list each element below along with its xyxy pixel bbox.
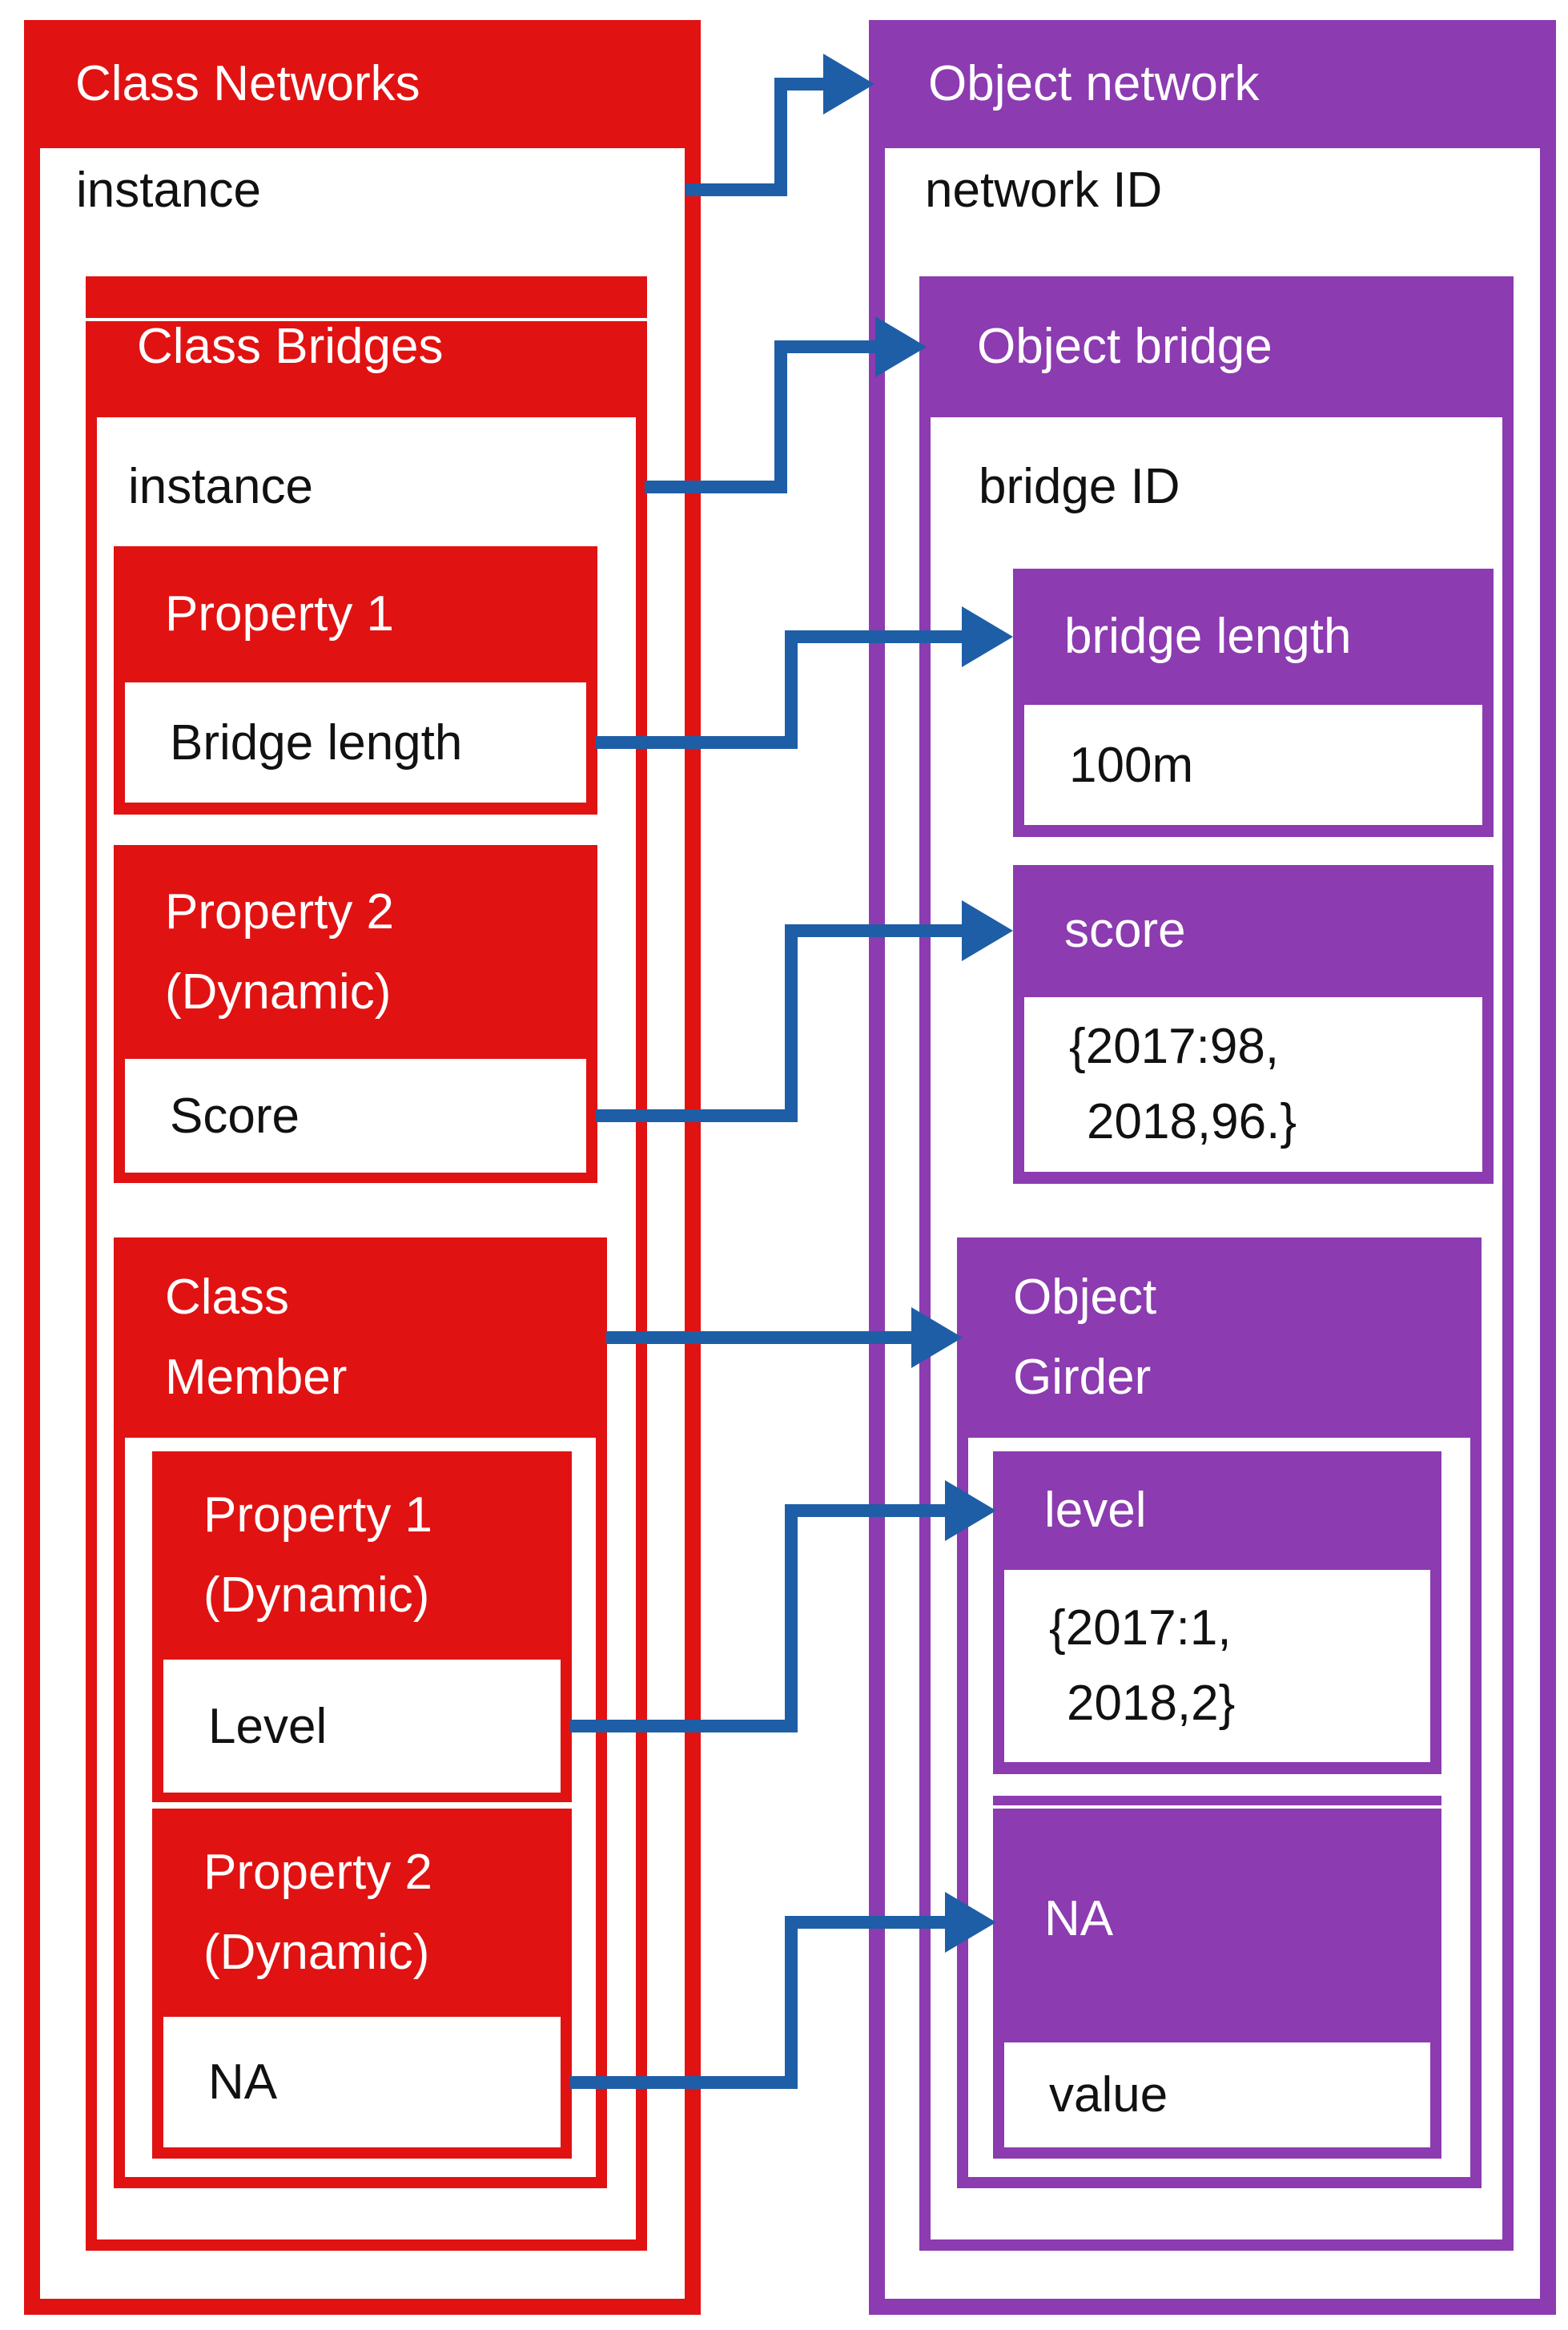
level-value-line1: {2017:1, — [1049, 1600, 1232, 1656]
member-property1-value: Level — [163, 1660, 561, 1793]
object-girder-title-line2: Girder — [1013, 1350, 1152, 1405]
bridge-id-label: bridge ID — [979, 459, 1180, 514]
na-box: NA value — [993, 1796, 1441, 2159]
header-divider-line — [86, 318, 647, 321]
property1-value: Bridge length — [125, 682, 586, 803]
score-title: score — [1064, 903, 1186, 959]
object-network-header: Object network — [869, 20, 1556, 148]
object-network-title: Object network — [928, 55, 1260, 111]
object-bridge-title: Object bridge — [977, 318, 1272, 374]
property2-value: Score — [125, 1059, 586, 1173]
object-girder-header: Object Girder — [957, 1237, 1482, 1438]
score-value-line1: {2017:98, — [1069, 1019, 1280, 1074]
bridge-length-box: bridge length 100m — [1013, 569, 1494, 837]
object-girder-title: Object Girder — [957, 1237, 1482, 1438]
object-bridge-header: Object bridge — [919, 276, 1514, 417]
member-property2-title: Property 2 (Dynamic) — [152, 1809, 572, 2017]
member-property2-box: Property 2 (Dynamic) NA — [152, 1809, 572, 2159]
na-value: value — [1004, 2042, 1430, 2147]
na-title: NA — [1044, 1890, 1114, 1946]
bridge-length-title: bridge length — [1064, 608, 1352, 664]
bridges-instance-label: instance — [128, 459, 313, 514]
member-property2-title-line2: (Dynamic) — [203, 1925, 430, 1980]
class-bridges-title: Class Bridges — [137, 318, 444, 374]
level-box: level {2017:1, 2018,2} — [993, 1451, 1441, 1774]
class-networks-header: Class Networks — [24, 20, 701, 148]
property2-title: Property 2 (Dynamic) — [114, 845, 597, 1059]
networks-instance-label: instance — [76, 163, 261, 218]
arrow-networks-instance-to-object-network — [685, 54, 874, 196]
member-property1-box: Property 1 (Dynamic) Level — [152, 1451, 572, 1802]
class-member-title: Class Member — [114, 1237, 607, 1438]
network-id-label: network ID — [925, 163, 1163, 218]
object-girder-title-line1: Object — [1013, 1270, 1157, 1325]
class-member-title-line2: Member — [165, 1350, 348, 1405]
property2-box: Property 2 (Dynamic) Score — [114, 845, 597, 1183]
bridge-length-value: 100m — [1024, 705, 1482, 825]
class-member-header: Class Member — [114, 1237, 607, 1438]
member-property1-title-line1: Property 1 — [203, 1487, 433, 1543]
property2-title-line1: Property 2 — [165, 883, 395, 940]
property1-title: Property 1 — [165, 586, 395, 642]
class-member-title-line1: Class — [165, 1270, 290, 1325]
class-networks-title: Class Networks — [75, 55, 420, 111]
member-property1-title: Property 1 (Dynamic) — [152, 1451, 572, 1660]
property2-title-line2: (Dynamic) — [165, 964, 392, 1020]
class-bridges-header: Class Bridges — [86, 276, 647, 417]
member-property2-title-line1: Property 2 — [203, 1845, 433, 1900]
level-value: {2017:1, 2018,2} — [1004, 1570, 1430, 1762]
level-title: level — [1044, 1482, 1147, 1538]
score-value-line2: 2018,96.} — [1087, 1094, 1297, 1149]
score-value: {2017:98, 2018,96.} — [1024, 997, 1482, 1172]
score-box: score {2017:98, 2018,96.} — [1013, 865, 1494, 1184]
level-value-line2: 2018,2} — [1067, 1676, 1236, 1731]
member-property1-title-line2: (Dynamic) — [203, 1567, 430, 1623]
property1-box: Property 1 Bridge length — [114, 546, 597, 815]
member-property2-value: NA — [163, 2017, 561, 2147]
header-divider-line — [993, 1805, 1441, 1809]
